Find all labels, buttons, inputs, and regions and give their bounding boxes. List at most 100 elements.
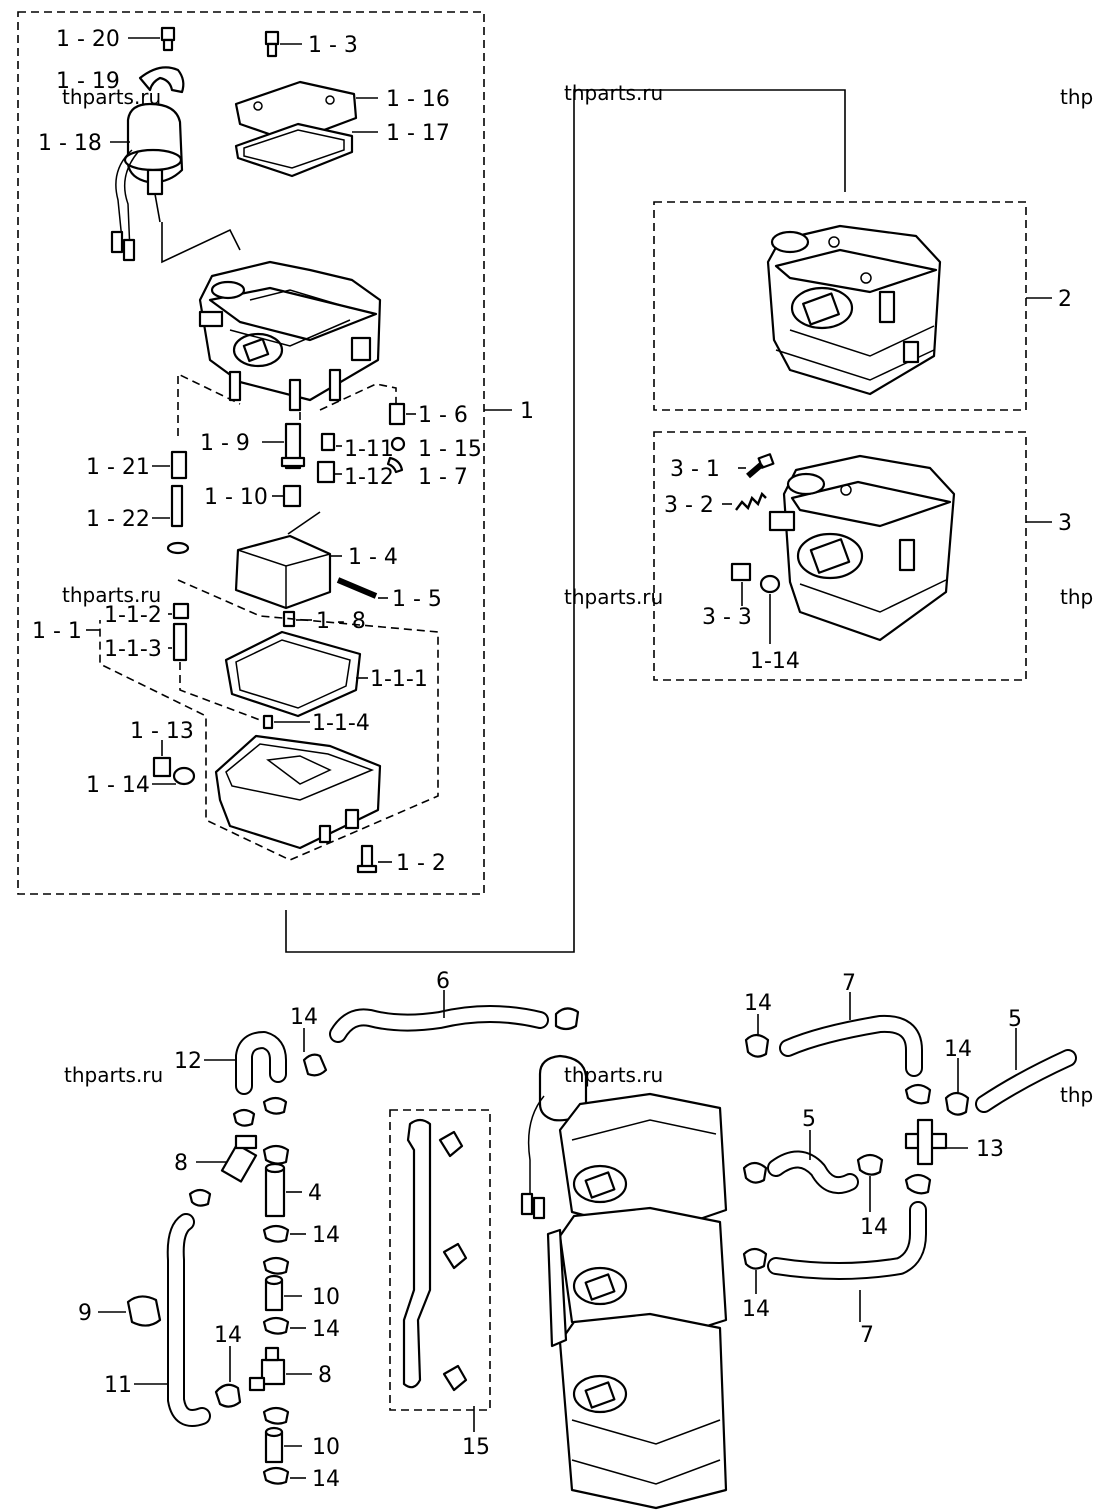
- part-1-11: [320, 432, 342, 452]
- clip-12-b: [262, 1096, 288, 1115]
- group-frame-2: [653, 201, 1027, 411]
- part-1-22: [152, 484, 184, 528]
- clip-14-a: [302, 1028, 328, 1077]
- label-1: 1: [520, 399, 534, 424]
- watermark: thp: [1060, 85, 1093, 109]
- label-1-2: 1 - 2: [396, 851, 446, 876]
- watermark: thparts.ru: [64, 1063, 163, 1087]
- label-1-1-3: 1-1-3: [104, 637, 162, 662]
- label-8-a: 8: [174, 1151, 188, 1176]
- label-1-16: 1 - 16: [386, 87, 450, 112]
- label-14-d: 14: [312, 1223, 340, 1248]
- clip-5-mid-b: [856, 1153, 884, 1212]
- clip-12-a: [232, 1108, 256, 1127]
- label-1-4: 1 - 4: [348, 545, 398, 570]
- part-1-15: [390, 436, 406, 452]
- watermark: thp: [1060, 1083, 1093, 1107]
- labels: 1 - 20 1 - 3 1 - 19 1 - 16 1 - 17 1 - 18…: [32, 27, 1072, 1492]
- part-1-1-2: [168, 602, 190, 620]
- clip-14-h: [742, 1247, 768, 1294]
- screw-3-1: [738, 453, 775, 479]
- tube-4: [264, 1162, 302, 1218]
- clip-4-top: [262, 1144, 290, 1165]
- carburetor-3: [768, 454, 956, 642]
- label-2: 2: [1058, 287, 1072, 312]
- label-1-5: 1 - 5: [392, 587, 442, 612]
- screw-1-20: [128, 26, 176, 52]
- watermark: thp: [1060, 585, 1093, 609]
- label-8-b: 8: [318, 1363, 332, 1388]
- label-1-8: 1 - 8: [316, 609, 366, 634]
- clip-1-7: [386, 456, 404, 474]
- clip-1-19: [138, 66, 185, 94]
- cover-1-16: [234, 80, 378, 144]
- clip-10-lower-top: [262, 1406, 290, 1425]
- hose-7-upper: [779, 992, 923, 1077]
- screw-1-3: [264, 30, 302, 58]
- label-1-6: 1 - 6: [418, 403, 468, 428]
- label-14-f: 14: [312, 1317, 340, 1342]
- clip-14-b: [262, 1224, 306, 1243]
- watermark: thparts.ru: [564, 1063, 663, 1087]
- label-1-15: 1 - 15: [418, 437, 482, 462]
- watermark: thparts.ru: [564, 81, 663, 105]
- clip-10-top: [262, 1256, 290, 1275]
- connector-line: [285, 89, 846, 953]
- part-1-1-3: [168, 622, 188, 662]
- spring-3-2: [722, 491, 767, 511]
- label-3-2: 3 - 2: [664, 493, 714, 518]
- tube-10-lower: [264, 1426, 302, 1464]
- clamp-9: [98, 1295, 162, 1327]
- tee-8-lower: [248, 1346, 312, 1392]
- float-bowl: [214, 734, 382, 850]
- label-13: 13: [976, 1137, 1004, 1162]
- label-14-i: 14: [312, 1467, 340, 1492]
- carburetor-body-1: [198, 260, 382, 412]
- watermarks: thparts.ru thparts.ru thparts.ru thparts…: [62, 81, 1093, 1107]
- washer-small: [166, 541, 190, 555]
- carburetor-stack: [520, 1054, 728, 1510]
- label-11: 11: [104, 1373, 132, 1398]
- float-1-4: [234, 511, 342, 610]
- clip-13-bottom: [904, 1173, 932, 1195]
- link-plate-15: [402, 1118, 475, 1432]
- tee-8-upper: [196, 1134, 258, 1183]
- dashed-1-1-3: [179, 662, 261, 721]
- clip-14-g: [944, 1058, 970, 1116]
- watermark: thparts.ru: [62, 583, 161, 607]
- label-7-a: 7: [842, 971, 856, 996]
- label-4: 4: [308, 1181, 322, 1206]
- label-1-1-1: 1-1-1: [370, 667, 428, 692]
- label-1-11: 1-11: [344, 437, 394, 462]
- group-frame-3: [653, 431, 1027, 681]
- label-14-h: 14: [742, 1297, 770, 1322]
- label-3-3: 3 - 3: [702, 605, 752, 630]
- label-1-10: 1 - 10: [204, 485, 268, 510]
- bolt-1-13: [152, 740, 172, 778]
- group-frame-15: [389, 1109, 491, 1411]
- label-1-14-a: 1 - 14: [86, 773, 150, 798]
- label-1-17: 1 - 17: [386, 121, 450, 146]
- label-6: 6: [436, 969, 450, 994]
- label-7-b: 7: [860, 1323, 874, 1348]
- watermark: thparts.ru: [564, 585, 663, 609]
- label-1-9: 1 - 9: [200, 431, 250, 456]
- label-10-a: 10: [312, 1285, 340, 1310]
- dashed-1c: [319, 383, 397, 411]
- clip-14-f: [744, 1014, 770, 1058]
- label-1-22: 1 - 22: [86, 507, 150, 532]
- label-12: 12: [174, 1049, 202, 1074]
- group-frame-1: [17, 11, 485, 895]
- label-14-e: 14: [860, 1215, 888, 1240]
- label-5-a: 5: [1008, 1007, 1022, 1032]
- screw-1-2: [356, 844, 392, 874]
- tube-10-upper: [264, 1274, 302, 1312]
- clip-hose-6: [554, 1007, 580, 1031]
- label-15: 15: [462, 1435, 490, 1460]
- gasket-1-17: [234, 122, 378, 178]
- hose-5-middle: [767, 1130, 859, 1194]
- part-1-10: [272, 484, 302, 508]
- label-1-18: 1 - 18: [38, 131, 102, 156]
- hose-7-lower: [767, 1201, 927, 1322]
